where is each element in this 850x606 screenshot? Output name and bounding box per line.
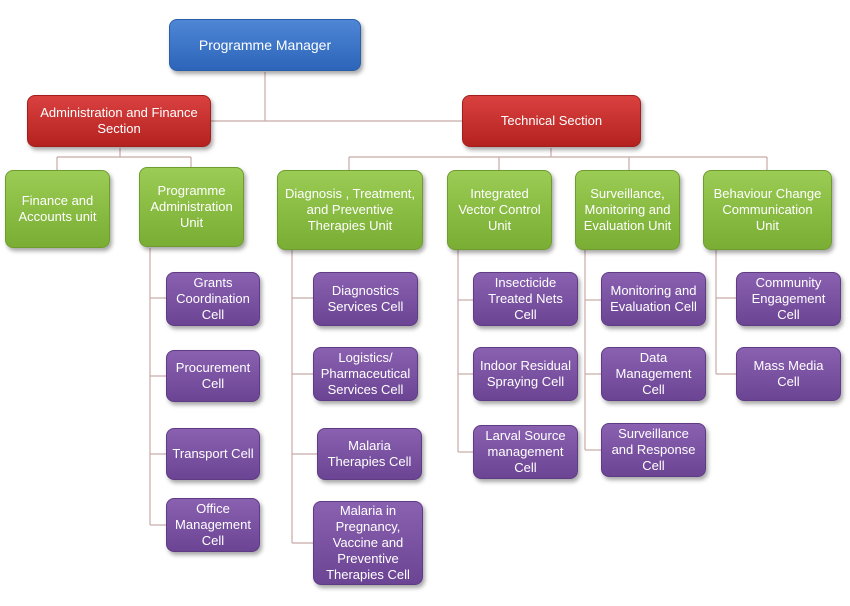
- transport-cell-node: Transport Cell: [166, 428, 260, 480]
- irs-cell-node: Indoor Residual Spraying Cell: [473, 347, 578, 401]
- programme-admin-unit-node: Programme Administration Unit: [139, 167, 244, 247]
- larval-cell-node: Larval Source management Cell: [473, 425, 578, 479]
- grants-cell-node: Grants Coordination Cell: [166, 272, 260, 326]
- itn-cell-node: Insecticide Treated Nets Cell: [473, 272, 578, 326]
- programme-manager-node: Programme Manager: [169, 19, 361, 71]
- me-cell-node: Monitoring and Evaluation Cell: [601, 272, 706, 326]
- malaria-therapies-cell-node: Malaria Therapies Cell: [317, 428, 422, 480]
- logistics-cell-node: Logistics/ Pharmaceutical Services Cell: [313, 347, 418, 401]
- ivc-unit-node: Integrated Vector Control Unit: [447, 170, 552, 250]
- finance-accounts-unit-node: Finance and Accounts unit: [5, 170, 110, 248]
- admin-finance-section-node: Administration and Finance Section: [27, 95, 211, 147]
- diagnostics-cell-node: Diagnostics Services Cell: [313, 272, 418, 326]
- procurement-cell-node: Procurement Cell: [166, 350, 260, 402]
- office-cell-node: Office Management Cell: [166, 498, 260, 552]
- bcc-unit-node: Behaviour Change Communication Unit: [703, 170, 832, 250]
- diagnosis-unit-node: Diagnosis , Treatment, and Preventive Th…: [277, 170, 423, 250]
- technical-section-node: Technical Section: [462, 95, 641, 147]
- data-mgmt-cell-node: Data Management Cell: [601, 347, 706, 401]
- surveillance-unit-node: Surveillance, Monitoring and Evaluation …: [575, 170, 680, 250]
- mass-media-cell-node: Mass Media Cell: [736, 347, 841, 401]
- surv-response-cell-node: Surveillance and Response Cell: [601, 423, 706, 477]
- malaria-pregnancy-cell-node: Malaria in Pregnancy, Vaccine and Preven…: [313, 501, 423, 585]
- community-cell-node: Community Engagement Cell: [736, 272, 841, 326]
